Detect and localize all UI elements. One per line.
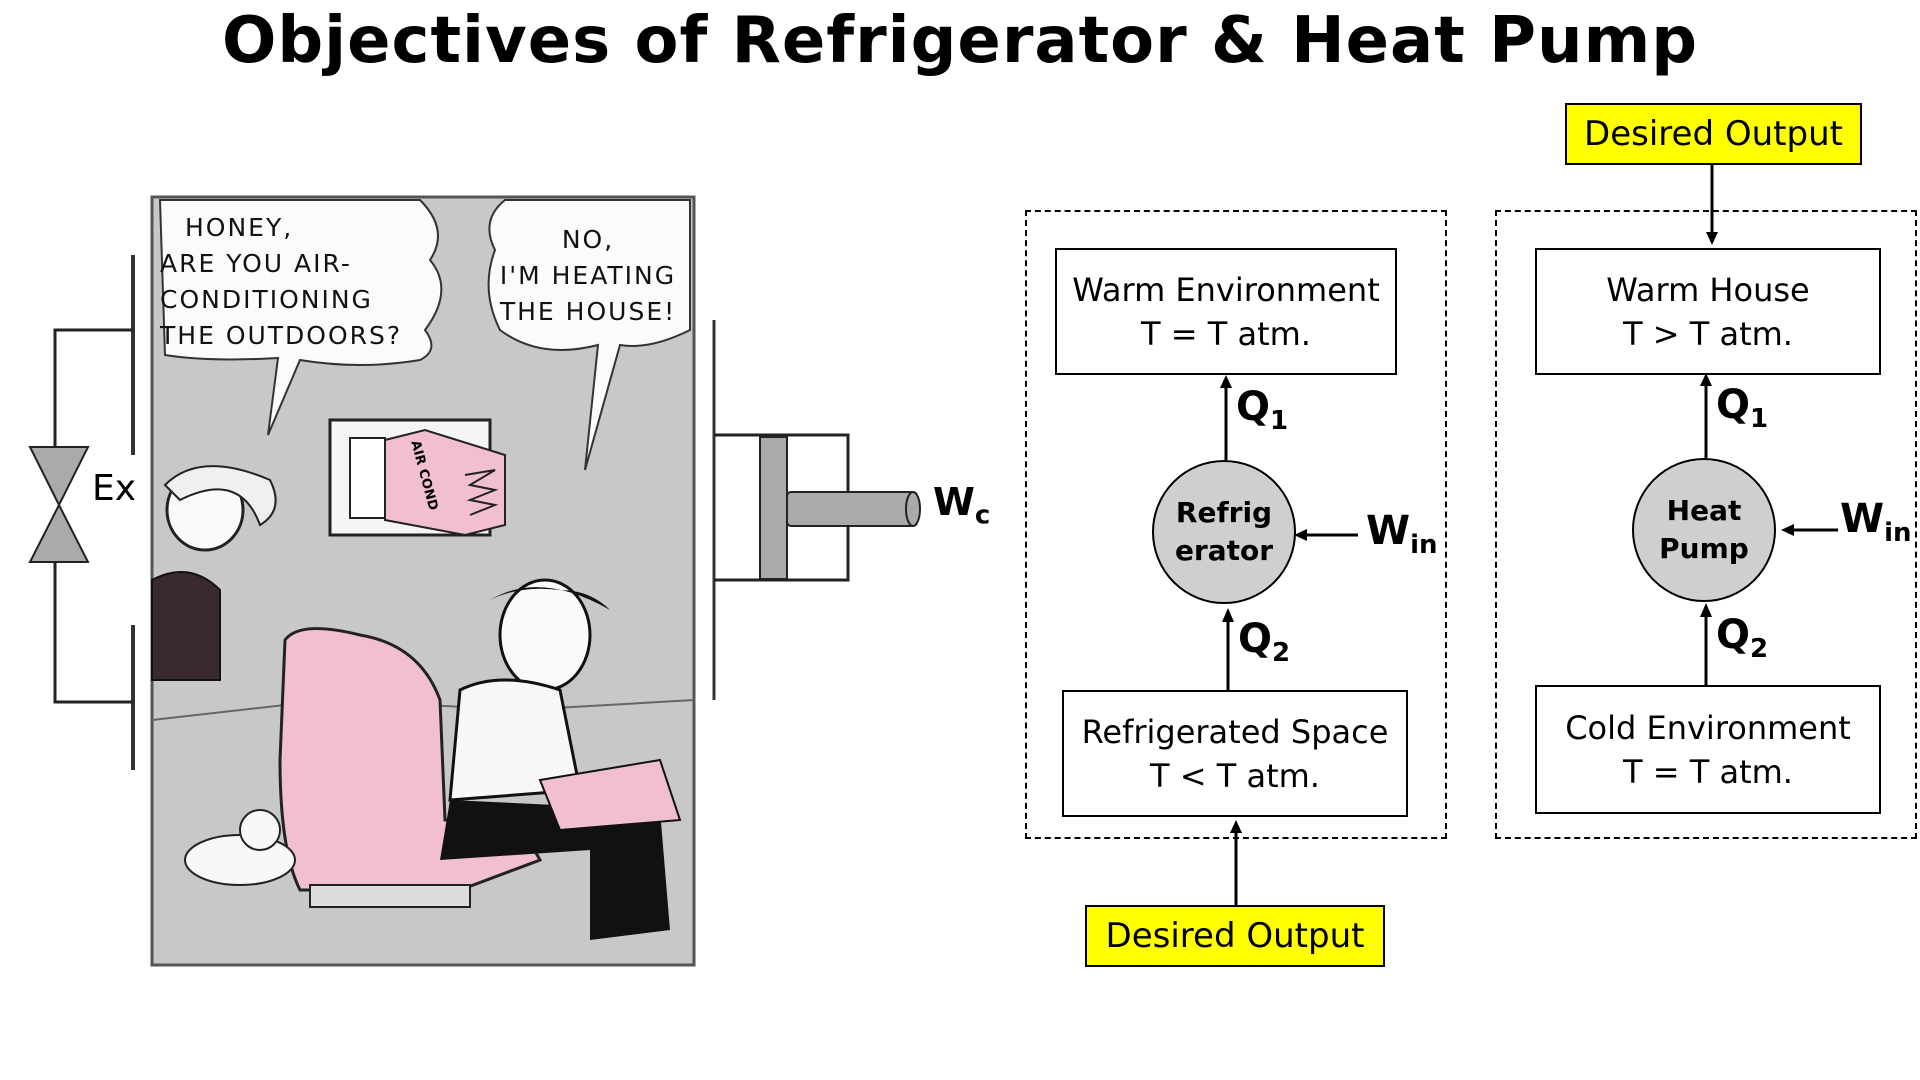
warm-environment-temp: T = T atm.	[1141, 314, 1311, 353]
work-symbol: W	[1840, 496, 1885, 542]
q1-symbol: Q	[1236, 384, 1271, 430]
cold-environment-label: Cold Environment	[1565, 708, 1851, 747]
bubble-line: NO,	[561, 225, 615, 254]
cold-environment-box: Cold Environment T = T atm.	[1535, 685, 1881, 814]
page-title: Objectives of Refrigerator & Heat Pump	[221, 4, 1699, 78]
q2-subscript: 2	[1750, 634, 1769, 664]
refrigerator-system-boundary	[1025, 210, 1447, 839]
refrigerator-q2-label: Q2	[1238, 616, 1290, 668]
bubble-line: THE OUTDOORS?	[160, 321, 403, 350]
bubble-line: CONDITIONING	[160, 285, 373, 314]
heat-pump-system-boundary	[1495, 210, 1917, 839]
work-subscript: in	[1884, 518, 1912, 548]
q2-subscript: 2	[1272, 638, 1291, 668]
refrigerator-device: Refrig erator	[1152, 460, 1296, 604]
bubble-line: THE HOUSE!	[499, 297, 677, 326]
warm-environment-label: Warm Environment	[1072, 270, 1380, 309]
heat-pump-device: Heat Pump	[1632, 458, 1776, 602]
q2-symbol: Q	[1716, 612, 1751, 658]
bubble-line: I'M HEATING	[499, 261, 677, 290]
heat-pump-work-label: Win	[1840, 496, 1912, 548]
compressor-work-label: Wc	[933, 480, 990, 531]
q1-symbol: Q	[1716, 382, 1751, 428]
work-subscript: in	[1410, 530, 1438, 560]
refrigerator-desired-output: Desired Output	[1085, 905, 1385, 967]
heat-pump-q2-label: Q2	[1716, 612, 1768, 664]
warm-house-label: Warm House	[1606, 270, 1810, 309]
speech-bubble-right: NO, I'M HEATING THE HOUSE!	[488, 222, 688, 330]
heat-pump-device-label: Pump	[1659, 532, 1749, 565]
heat-pump-device-label: Heat	[1666, 494, 1742, 527]
compressor-work-symbol: W	[933, 480, 975, 524]
q1-subscript: 1	[1270, 406, 1289, 436]
compressor-work-subscript: c	[974, 500, 991, 531]
q2-symbol: Q	[1238, 616, 1273, 662]
bubble-line: HONEY,	[185, 213, 294, 242]
heat-pump-q1-label: Q1	[1716, 382, 1768, 434]
work-symbol: W	[1366, 508, 1411, 554]
warm-house-box: Warm House T > T atm.	[1535, 248, 1881, 375]
refrigerated-space-label: Refrigerated Space	[1081, 712, 1389, 751]
refrigerator-device-label: erator	[1174, 534, 1274, 567]
heat-pump-desired-output: Desired Output	[1565, 103, 1862, 165]
refrigerator-q1-label: Q1	[1236, 384, 1288, 436]
refrigerated-space-temp: T < T atm.	[1150, 756, 1320, 795]
warm-environment-box: Warm Environment T = T atm.	[1055, 248, 1397, 375]
bubble-line: ARE YOU AIR-	[160, 249, 352, 278]
cold-environment-temp: T = T atm.	[1623, 752, 1793, 791]
warm-house-temp: T > T atm.	[1623, 314, 1793, 353]
refrigerator-work-label: Win	[1366, 508, 1438, 560]
expansion-valve-label: Ex	[92, 468, 137, 509]
q1-subscript: 1	[1750, 404, 1769, 434]
refrigerated-space-box: Refrigerated Space T < T atm.	[1062, 690, 1408, 817]
refrigerator-device-label: Refrig	[1175, 496, 1273, 529]
speech-bubble-left: HONEY, ARE YOU AIR- CONDITIONING THE OUT…	[160, 210, 430, 354]
